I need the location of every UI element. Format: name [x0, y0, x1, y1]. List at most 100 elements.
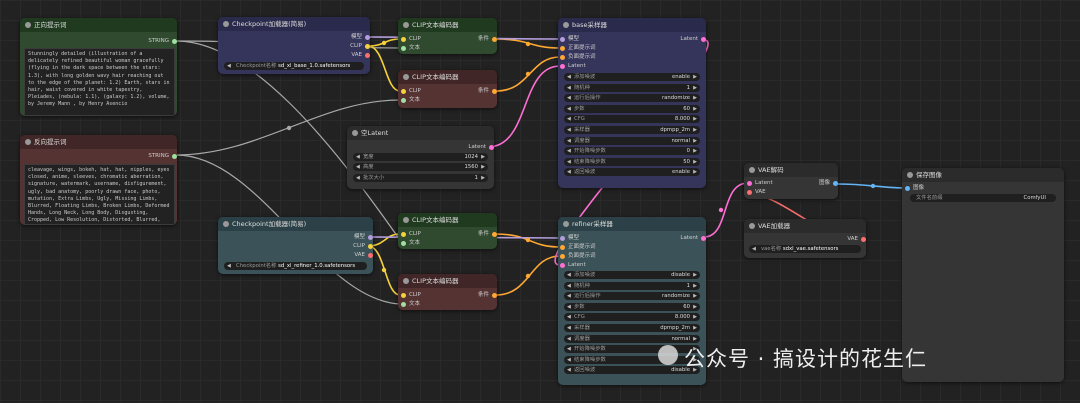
node-header[interactable]: CLIP文本编码器 — [398, 213, 497, 227]
input-clip[interactable]: CLIP — [401, 230, 421, 238]
arrow-left-icon[interactable]: ◀ — [567, 367, 571, 374]
arrow-left-icon[interactable]: ◀ — [567, 137, 571, 144]
checkpoint-select[interactable]: ◀ Checkpoint名称 sd_xl_refiner_1.0.safeten… — [224, 262, 367, 270]
arrow-left-icon[interactable]: ◀ — [567, 116, 571, 123]
output-clip[interactable]: CLIP — [353, 242, 373, 250]
node-header[interactable]: VAE解码 — [744, 163, 838, 177]
arrow-right-icon[interactable]: ▶ — [693, 272, 697, 278]
node-header[interactable]: refiner采样器 — [558, 217, 706, 231]
output-string[interactable]: STRING — [148, 37, 177, 45]
output-latent[interactable]: Latent — [680, 35, 706, 43]
input-clip[interactable]: CLIP — [401, 35, 421, 43]
arrow-right-icon[interactable]: ▶ — [693, 137, 697, 144]
node-header[interactable]: CLIP文本编码器 — [398, 18, 497, 32]
node-header[interactable]: 保存图像 — [902, 168, 1064, 182]
output-model[interactable]: 模型 — [354, 233, 373, 241]
checkpoint-select[interactable]: ◀ Checkpoint名称 sd_xl_base_1.0.safetensor… — [224, 62, 364, 70]
vae-select[interactable]: ◀ vae名称 sdxl_vae.safetensors — [749, 245, 861, 253]
node-base-sampler[interactable]: base采样器 模型 正面提示词 负面提示词 Latent Latent ◀添加… — [558, 18, 706, 188]
arrow-left-icon[interactable]: ◀ — [567, 346, 571, 353]
arrow-left-icon[interactable]: ◀ — [567, 95, 571, 102]
arrow-left-icon[interactable]: ◀ — [567, 356, 571, 363]
arrow-left-icon[interactable]: ◀ — [567, 74, 571, 80]
node-clip-encode-base-neg[interactable]: CLIP文本编码器 CLIP 文本 条件 — [398, 70, 497, 108]
arrow-right-icon[interactable]: ▶ — [693, 356, 697, 363]
input-positive[interactable]: 正面提示词 — [560, 44, 596, 52]
arrow-right-icon[interactable]: ▶ — [693, 282, 697, 289]
output-latent[interactable]: Latent — [468, 143, 494, 151]
arrow-left-icon[interactable]: ◀ — [567, 148, 571, 155]
node-header[interactable]: CLIP文本编码器 — [398, 70, 497, 84]
output-conditioning[interactable]: 条件 — [478, 230, 497, 238]
arrow-left-icon[interactable]: ◀ — [567, 272, 571, 278]
node-header[interactable]: Checkpoint加载器(简易) — [218, 217, 373, 231]
arrow-right-icon[interactable]: ▶ — [693, 169, 697, 176]
input-text[interactable]: 文本 — [401, 44, 420, 52]
arrow-right-icon[interactable]: ▶ — [693, 346, 697, 353]
node-positive-prompt[interactable]: 正向提示词 STRING Stunningly detailed (illust… — [20, 18, 177, 116]
sampler-widget-8[interactable]: ◀结束降噪步数▶ — [564, 355, 700, 364]
node-header[interactable]: 正向提示词 — [20, 18, 177, 32]
input-latent[interactable]: Latent — [560, 62, 586, 70]
input-model[interactable]: 模型 — [560, 234, 579, 242]
output-string[interactable]: STRING — [148, 152, 177, 160]
sampler-widget-7[interactable]: ◀开始降噪步数▶ — [564, 345, 700, 354]
arrow-right-icon[interactable]: ▶ — [693, 105, 697, 112]
input-model[interactable]: 模型 — [560, 35, 579, 43]
arrow-right-icon[interactable]: ▶ — [693, 148, 697, 155]
arrow-right-icon[interactable]: ▶ — [693, 84, 697, 91]
arrow-right-icon[interactable]: ▶ — [693, 95, 697, 102]
output-latent[interactable]: Latent — [680, 234, 706, 242]
node-header[interactable]: 反向提示词 — [20, 135, 177, 149]
node-header[interactable]: base采样器 — [558, 18, 706, 32]
arrow-right-icon[interactable]: ▶ — [693, 325, 697, 331]
arrow-left-icon[interactable]: ◀ — [567, 303, 571, 310]
output-image[interactable]: 图像 — [819, 179, 838, 187]
input-positive[interactable]: 正面提示词 — [560, 243, 596, 251]
input-text[interactable]: 文本 — [401, 300, 420, 308]
output-conditioning[interactable]: 条件 — [478, 291, 497, 299]
output-vae[interactable]: VAE — [847, 235, 866, 243]
output-conditioning[interactable]: 条件 — [478, 35, 497, 43]
prompt-textarea[interactable]: cleavage, wings, bokeh, hat, hat, nipple… — [24, 164, 175, 225]
arrow-left-icon[interactable]: ◀ — [227, 263, 231, 269]
node-header[interactable]: VAE加载器 — [744, 219, 866, 233]
arrow-right-icon[interactable]: ▶ — [693, 303, 697, 310]
input-vae[interactable]: VAE — [747, 188, 766, 196]
output-model[interactable]: 模型 — [351, 33, 370, 41]
node-clip-encode-base-pos[interactable]: CLIP文本编码器 CLIP 文本 条件 — [398, 18, 497, 54]
node-refiner-sampler[interactable]: refiner采样器 模型 正面提示词 负面提示词 Latent Latent … — [558, 217, 706, 385]
arrow-right-icon[interactable]: ▶ — [693, 74, 697, 80]
arrow-left-icon[interactable]: ◀ — [567, 325, 571, 331]
input-text[interactable]: 文本 — [401, 96, 420, 104]
output-conditioning[interactable]: 条件 — [478, 87, 497, 95]
input-clip[interactable]: CLIP — [401, 291, 421, 299]
arrow-left-icon[interactable]: ◀ — [567, 335, 571, 342]
arrow-left-icon[interactable]: ◀ — [567, 84, 571, 91]
node-header[interactable]: 空Latent — [347, 126, 494, 140]
prompt-textarea[interactable]: Stunningly detailed (illustration of a d… — [24, 48, 175, 116]
arrow-left-icon[interactable]: ◀ — [567, 158, 571, 165]
node-clip-encode-ref-neg[interactable]: CLIP文本编码器 CLIP 文本 条件 — [398, 274, 497, 310]
